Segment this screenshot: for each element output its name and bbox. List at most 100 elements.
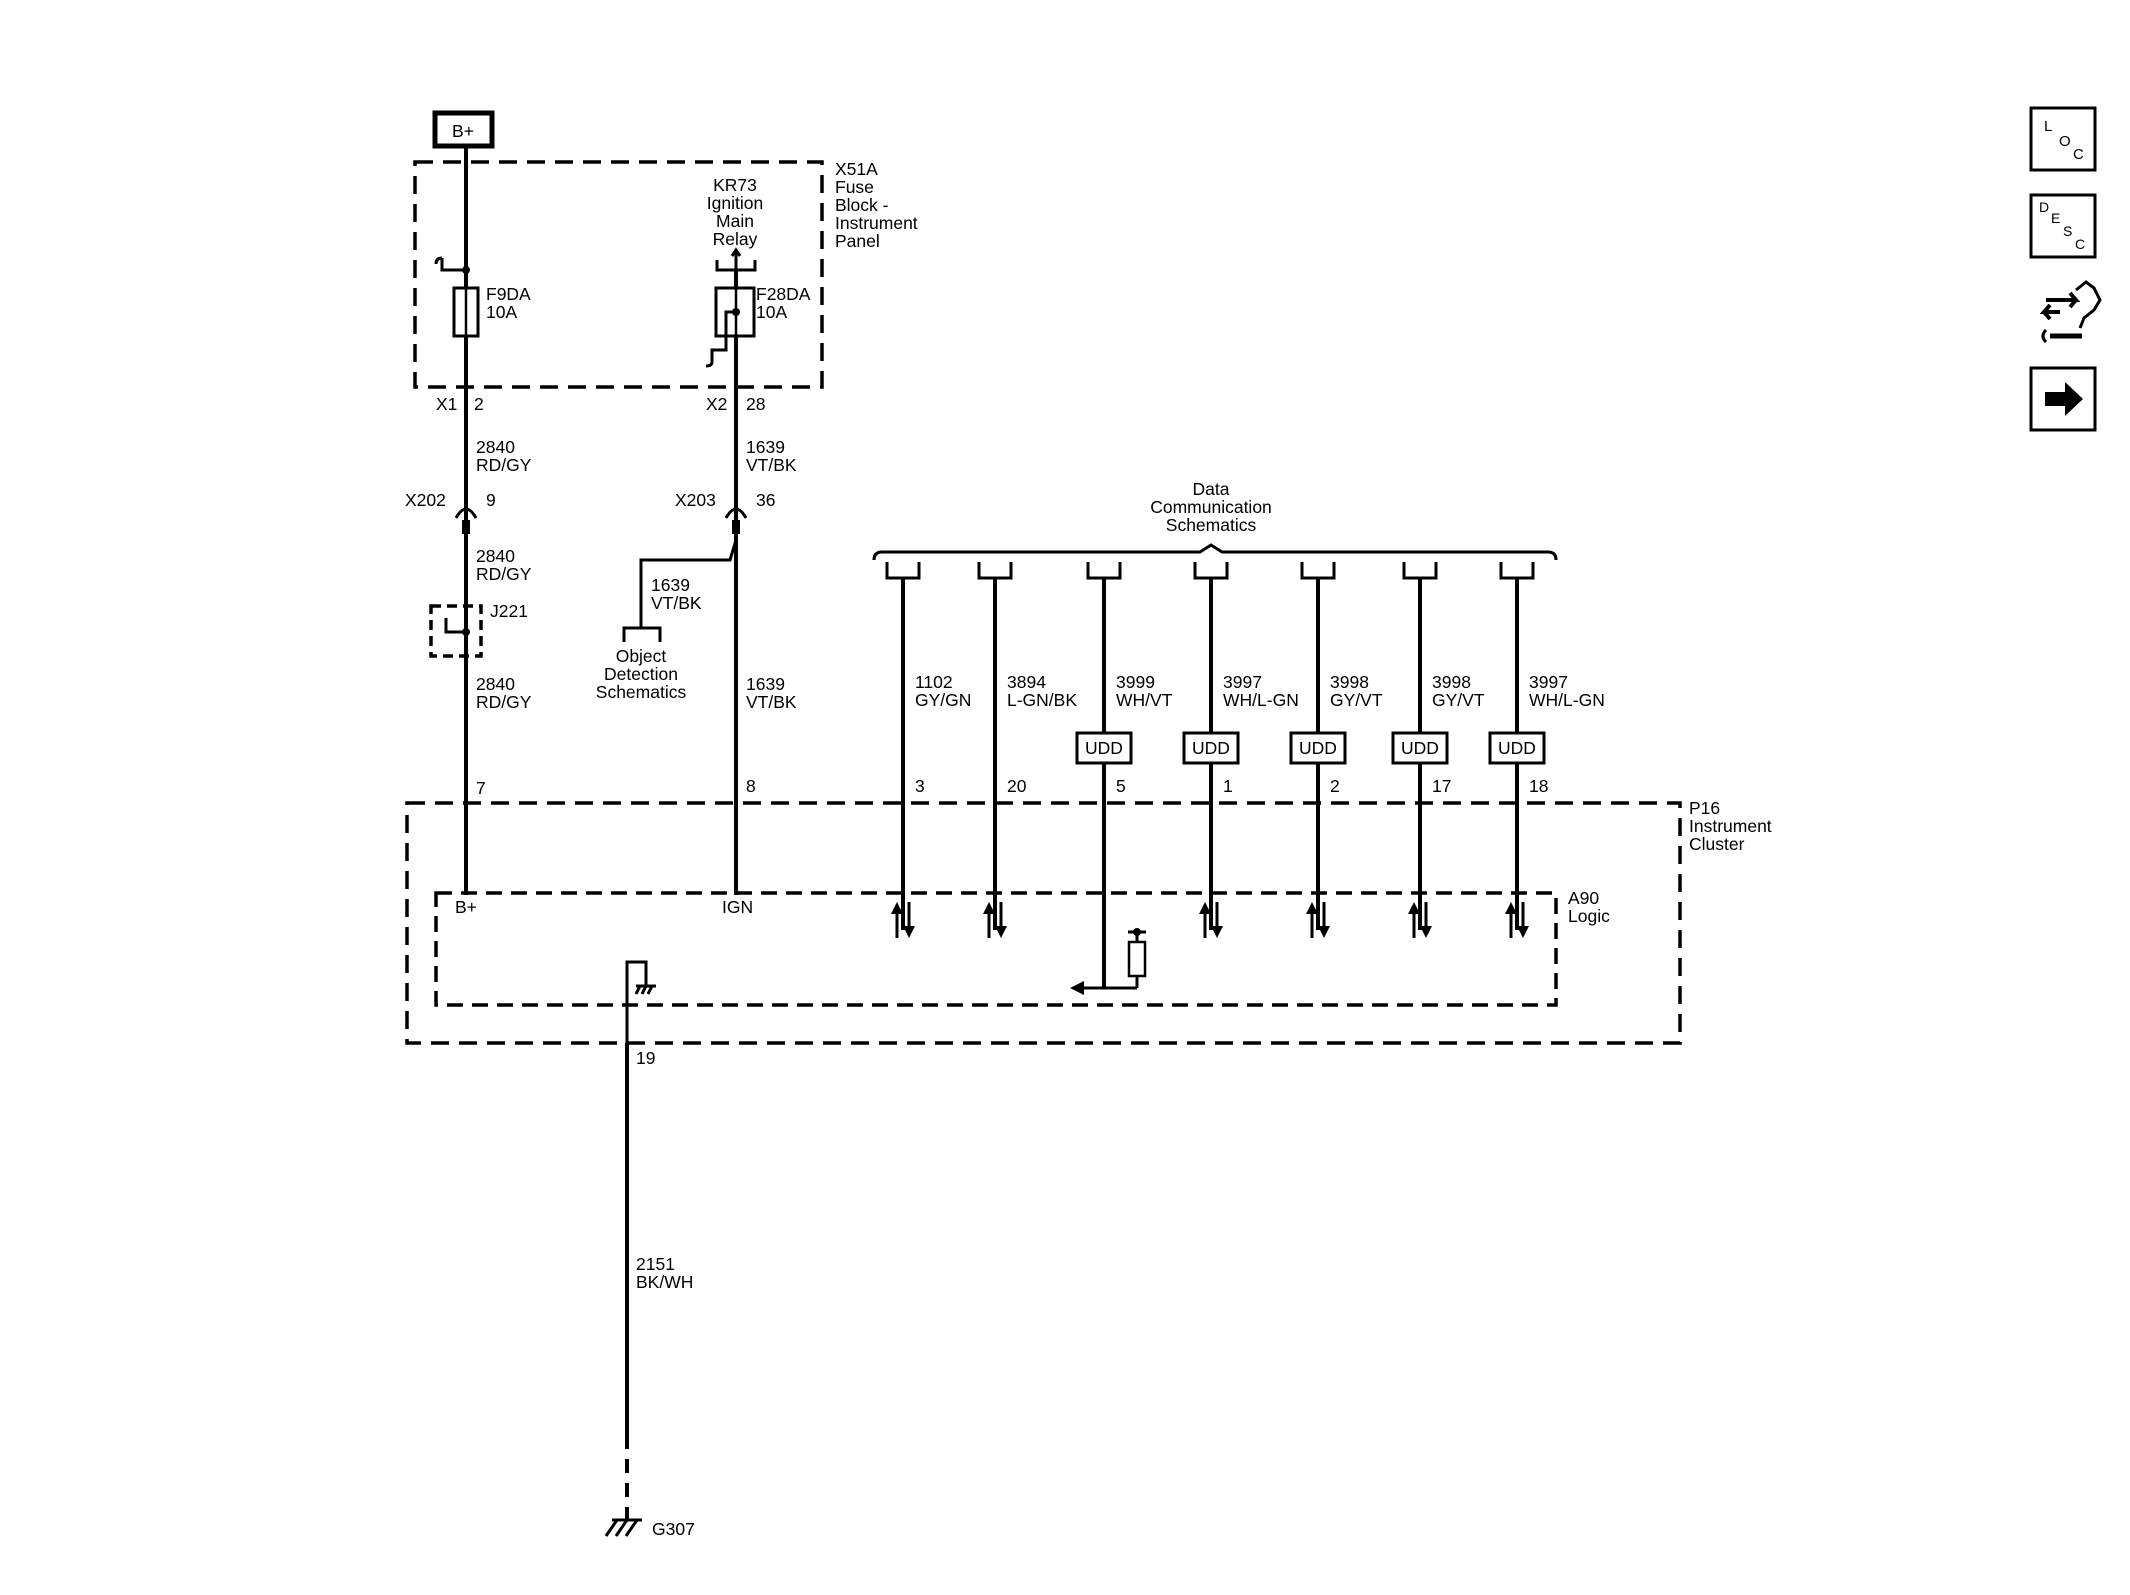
connector-cup — [977, 562, 1013, 580]
wire-color: WH/L-GN — [1223, 690, 1299, 710]
left-wire2-number: 2840 — [476, 546, 515, 566]
bus-bar-stub — [440, 258, 466, 272]
ground-wire-number: 2151 — [636, 1254, 675, 1274]
connector-cup — [1193, 562, 1229, 580]
fuse-block-name-3: Block - — [835, 195, 889, 215]
fuse-block-outline — [413, 160, 824, 389]
g307-label: G307 — [652, 1519, 695, 1539]
desc-letter-s: S — [2063, 223, 2072, 239]
x2-pin: 28 — [746, 394, 765, 414]
side-wire-number: 1639 — [651, 575, 690, 595]
desc-letter-d: D — [2039, 199, 2049, 215]
wire-number: 3998 — [1330, 672, 1369, 692]
cluster-name-3: Cluster — [1689, 834, 1745, 854]
bidirectional-arrow-icon — [983, 902, 1007, 938]
relay-label-1: KR73 — [713, 175, 757, 195]
x1-pin: 2 — [474, 394, 484, 414]
cluster-pin: 3 — [915, 776, 925, 796]
object-detection-branch-wire — [639, 539, 738, 628]
internal-ground-symbol — [625, 960, 656, 1060]
udd-box — [1391, 731, 1449, 765]
x202-connector-symbol — [454, 507, 478, 534]
x1-connector: X1 — [436, 394, 457, 414]
object-detection-ref-3: Schematics — [596, 682, 687, 702]
x203-connector-symbol — [724, 507, 748, 534]
g307-ground-symbol — [604, 1518, 642, 1537]
instrument-cluster-outline — [405, 801, 1682, 1045]
wire-color: WH/L-GN — [1529, 690, 1605, 710]
cluster-name-1: P16 — [1689, 798, 1720, 818]
logic-module-outline — [434, 891, 1558, 1007]
left-wire2-color: RD/GY — [476, 564, 532, 584]
ign-input-label: IGN — [722, 897, 753, 917]
battery-power-symbol: B+ — [432, 110, 495, 149]
object-detection-ref-1: Object — [616, 646, 667, 666]
udd-label: UDD — [1401, 738, 1439, 758]
bidirectional-arrow-icon — [1306, 902, 1330, 938]
left-wire1-number: 2840 — [476, 437, 515, 457]
x203-connector: X203 — [675, 490, 716, 510]
bidirectional-arrow-icon — [1505, 902, 1529, 938]
mid-wire1-color: VT/BK — [746, 455, 797, 475]
cluster-pin: 5 — [1116, 776, 1126, 796]
mid-wire2-color: VT/BK — [746, 692, 797, 712]
bidirectional-arrow-icon — [1199, 902, 1223, 938]
arrow-right-icon — [2045, 382, 2083, 416]
desc-letter-c: C — [2075, 236, 2085, 252]
power-label: B+ — [452, 121, 474, 141]
ground-pin: 19 — [636, 1048, 655, 1068]
wire-color: GY/VT — [1432, 690, 1485, 710]
diagnostic-wrench-icon[interactable] — [2039, 280, 2102, 344]
fuse-block-name-1: X51A — [835, 159, 878, 179]
x202-pin: 9 — [486, 490, 496, 510]
wire-color: GY/GN — [915, 690, 971, 710]
ground-wire-color: BK/WH — [636, 1272, 693, 1292]
fuse2-rating: 10A — [756, 302, 787, 322]
loc-letter-o: O — [2059, 133, 2071, 150]
mid-cluster-pin: 8 — [746, 776, 756, 796]
cluster-pin: 18 — [1529, 776, 1548, 796]
pull-up-resistor — [1070, 928, 1147, 995]
left-wire3-number: 2840 — [476, 674, 515, 694]
loc-letter-l: L — [2044, 118, 2052, 135]
data-comm-title-3: Schematics — [1166, 515, 1257, 535]
left-cluster-pin: 7 — [476, 778, 486, 798]
x202-connector: X202 — [405, 490, 446, 510]
relay-label-3: Main — [716, 211, 754, 231]
data-comm-bracket — [872, 543, 1558, 561]
location-view-button[interactable]: L O C — [2029, 106, 2097, 172]
fuse-block-name-5: Panel — [835, 231, 880, 251]
cluster-pin: 1 — [1223, 776, 1233, 796]
cluster-pin: 20 — [1007, 776, 1027, 796]
logic-label-1: A90 — [1568, 888, 1599, 908]
logic-label-2: Logic — [1568, 906, 1610, 926]
connector-cup — [1300, 562, 1336, 580]
description-view-button[interactable]: D E S C — [2029, 193, 2097, 259]
wire-number: 3999 — [1116, 672, 1155, 692]
left-wire1-color: RD/GY — [476, 455, 532, 475]
connector-cup — [1402, 562, 1438, 580]
next-page-button[interactable] — [2029, 366, 2097, 432]
udd-label: UDD — [1085, 738, 1123, 758]
connector-cup — [1086, 562, 1122, 580]
udd-label: UDD — [1192, 738, 1230, 758]
udd-box — [1488, 731, 1546, 765]
fuse1-rating: 10A — [486, 302, 517, 322]
udd-label: UDD — [1498, 738, 1536, 758]
b-plus-input-label: B+ — [455, 897, 477, 917]
wire-number: 3998 — [1432, 672, 1471, 692]
wire-number: 3997 — [1223, 672, 1262, 692]
wire-color: L-GN/BK — [1007, 690, 1077, 710]
j221-label: J221 — [490, 601, 528, 621]
wire-color: WH/VT — [1116, 690, 1173, 710]
cluster-pin: 2 — [1330, 776, 1340, 796]
cluster-name-2: Instrument — [1689, 816, 1772, 836]
side-wire-color: VT/BK — [651, 593, 702, 613]
mid-wire2-number: 1639 — [746, 674, 785, 694]
fuse-block-name-2: Fuse — [835, 177, 874, 197]
